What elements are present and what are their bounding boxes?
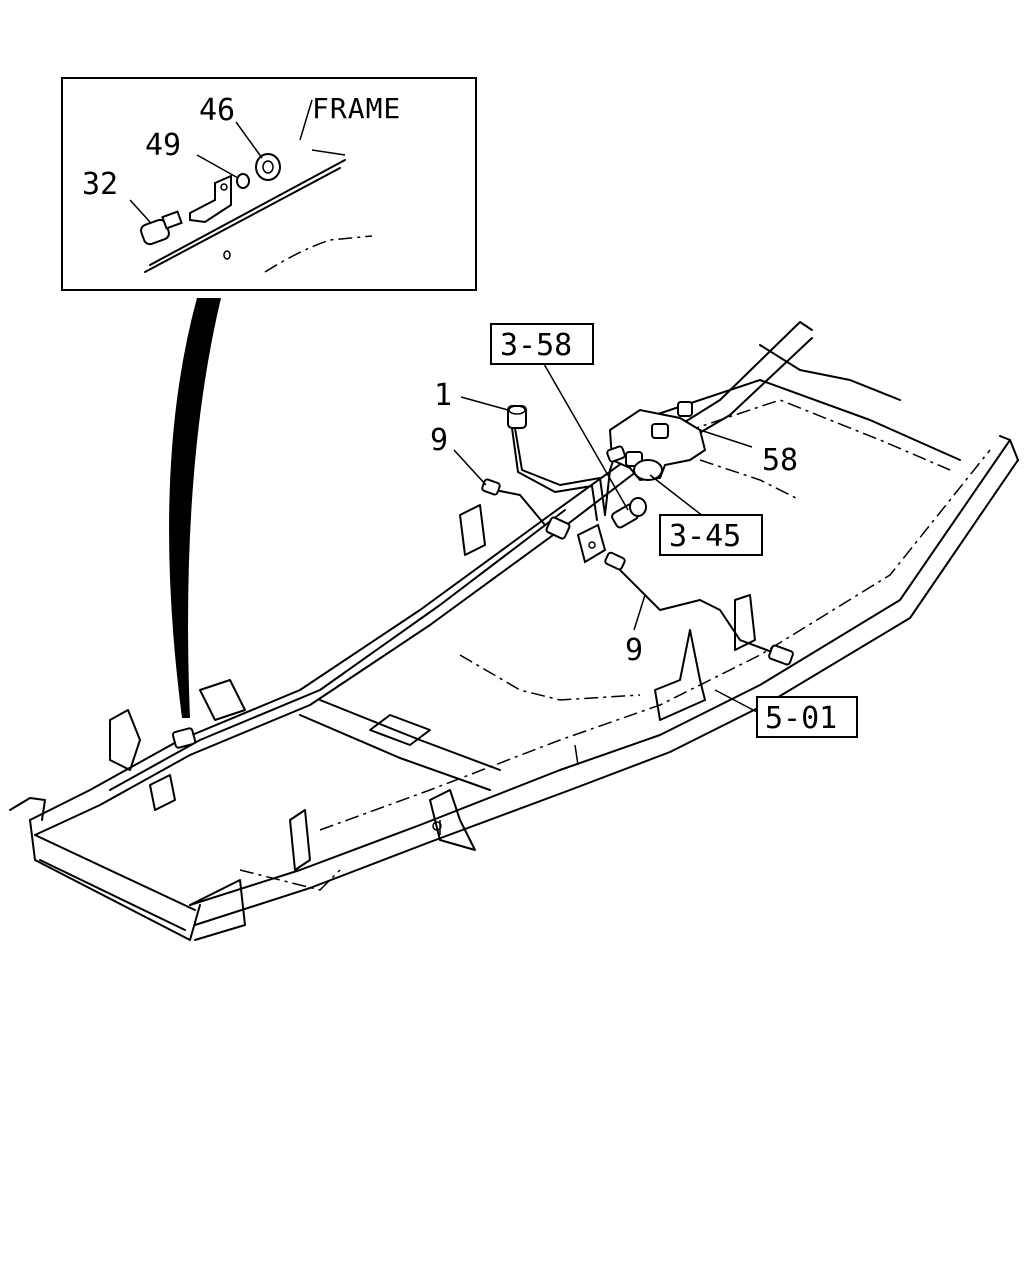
callout-1: 1 xyxy=(434,378,452,413)
inset-border xyxy=(61,77,477,291)
right-front-bracket xyxy=(429,789,476,851)
inset-nut-46 xyxy=(255,153,281,181)
ref-5-01-text: 5-01 xyxy=(765,701,837,736)
brake-pipe-9-lower xyxy=(619,569,781,656)
leader-5-01 xyxy=(714,689,758,713)
rail-hole xyxy=(432,821,442,831)
frame-label: FRAME xyxy=(312,92,401,125)
leader-3-58 xyxy=(543,363,629,511)
ref-box-5-01 xyxy=(756,696,858,738)
callout-58: 58 xyxy=(762,443,798,478)
front-right-bracket xyxy=(189,879,246,941)
ref-box-3-45 xyxy=(659,514,763,556)
part-9-lower-clip xyxy=(604,551,626,571)
callout-49: 49 xyxy=(145,128,181,163)
mid-hidden-line xyxy=(459,654,641,701)
rear-crossmember-hidden xyxy=(659,399,951,471)
leader-3-45 xyxy=(649,474,709,521)
inset-frame-edge-upper xyxy=(149,159,346,266)
inset-bracket-hole xyxy=(220,183,228,191)
leader-9-lower xyxy=(633,594,646,631)
callout-46: 46 xyxy=(199,93,235,128)
right-rail-end xyxy=(999,435,1019,461)
left-steering-mount xyxy=(199,679,246,721)
leader-32 xyxy=(129,199,151,223)
inset-frame-hidden-line xyxy=(264,235,373,273)
right-mount-bracket xyxy=(654,629,706,721)
callout-32: 32 xyxy=(82,167,118,202)
left-rail-top xyxy=(29,321,813,821)
part-9-upper-clip xyxy=(481,478,501,496)
chassis-frame xyxy=(9,321,1019,941)
front-hidden-detail xyxy=(239,869,341,891)
ref-box-3-58 xyxy=(490,323,594,365)
mid-crossmember-pad xyxy=(369,714,431,746)
front-crossmember-top xyxy=(34,834,196,911)
brake-components xyxy=(171,401,794,749)
leader-1 xyxy=(460,396,509,411)
ref-3-45-text: 3-45 xyxy=(669,519,741,554)
inset-bolt-32 xyxy=(140,210,183,246)
bolt-3-58 xyxy=(611,497,647,529)
brake-pipe-a xyxy=(514,427,606,516)
rear-hidden-b xyxy=(699,459,801,501)
callouts: 1 9 9 58 3-58 3-45 5-01 xyxy=(430,323,858,738)
rear-crossmember-a xyxy=(639,379,961,461)
inset-pointer xyxy=(169,298,221,718)
front-crossmember-bottom xyxy=(39,859,186,931)
leader-46 xyxy=(235,121,263,159)
rear-crossmember-b xyxy=(759,344,901,401)
pipe-clip-left xyxy=(545,516,571,540)
leader-frame-2 xyxy=(311,149,346,156)
detail-inset: FRAME 46 49 32 xyxy=(61,77,477,291)
leader-9-upper xyxy=(453,449,487,486)
right-rail-bottom xyxy=(194,459,1019,926)
junction-block xyxy=(576,523,607,564)
part-58-bolt xyxy=(677,401,693,417)
left-front-mount xyxy=(109,709,141,771)
leader-frame xyxy=(299,99,313,141)
mid-crossmember-top xyxy=(319,699,501,771)
front-crossmember xyxy=(29,819,201,941)
left-rear-mount xyxy=(459,504,486,556)
rail-tick-1 xyxy=(574,744,579,766)
frame-bolt-left xyxy=(171,727,197,749)
ref-3-58-text: 3-58 xyxy=(500,328,572,363)
callout-9-upper: 9 xyxy=(430,423,448,458)
left-rail-lower xyxy=(109,509,566,791)
inset-frame-edge-lower xyxy=(144,167,341,273)
pipe-clip-right xyxy=(768,644,794,666)
mid-crossmember-bottom xyxy=(299,714,491,791)
right-rail-top xyxy=(189,439,1011,906)
right-rail-hidden xyxy=(319,449,991,831)
inset-washer-49 xyxy=(236,173,250,189)
brake-pipe-b xyxy=(511,427,598,521)
left-rail-inner xyxy=(34,337,813,836)
brake-pipe-9-upper xyxy=(494,489,546,526)
valve-assembly xyxy=(606,401,707,482)
callout-9-lower: 9 xyxy=(625,633,643,668)
leader-58 xyxy=(699,429,753,448)
part-1-fitting xyxy=(507,405,527,429)
front-body-mount xyxy=(289,809,311,871)
leader-49 xyxy=(196,154,239,179)
left-small-bracket xyxy=(149,774,176,811)
front-left-bracket xyxy=(9,797,46,821)
inset-frame-hole xyxy=(223,250,231,260)
